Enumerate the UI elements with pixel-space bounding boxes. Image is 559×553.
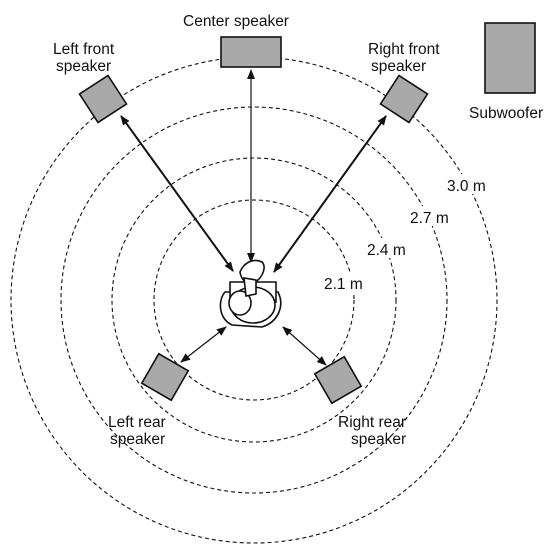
center-speaker-label: Center speaker <box>183 13 289 30</box>
arrow-right-front <box>273 115 387 273</box>
left-rear-speaker-box <box>140 352 190 402</box>
right-rear-speaker-label-line1: Right rear <box>338 414 406 431</box>
left-front-speaker-label-line2: speaker <box>56 58 111 75</box>
right-rear-speaker-box <box>313 355 363 405</box>
distance-label-2-4m: 2.4 m <box>367 242 406 259</box>
listener-icon <box>219 259 282 328</box>
left-rear-speaker-label-line2: speaker <box>110 431 165 448</box>
distance-labels: 2.1 m 2.4 m 2.7 m 3.0 m <box>320 174 491 293</box>
arrow-right-rear <box>282 326 327 366</box>
right-front-speaker-label-line1: Right front <box>368 41 440 58</box>
subwoofer-label: Subwoofer <box>469 105 543 122</box>
left-front-speaker-label-line1: Left front <box>53 41 115 58</box>
distance-label-2-1m: 2.1 m <box>324 276 363 293</box>
speaker-labels: Center speaker Left front speaker Right … <box>53 13 543 448</box>
right-front-speaker-label-line2: speaker <box>371 58 426 75</box>
right-rear-speaker-label-line2: speaker <box>351 431 406 448</box>
speakers <box>78 22 536 405</box>
right-front-speaker-box <box>379 74 429 124</box>
left-rear-speaker-label-line1: Left rear <box>108 414 166 431</box>
arrow-left-front <box>120 115 234 272</box>
ring-2-7m <box>60 106 448 494</box>
center-speaker-box <box>220 36 282 68</box>
left-front-speaker-box <box>78 74 128 124</box>
speaker-arrows <box>120 69 387 366</box>
arrow-left-rear <box>180 326 227 363</box>
subwoofer-box <box>484 22 536 94</box>
distance-label-3-0m: 3.0 m <box>447 178 486 195</box>
distance-label-2-7m: 2.7 m <box>410 210 449 227</box>
